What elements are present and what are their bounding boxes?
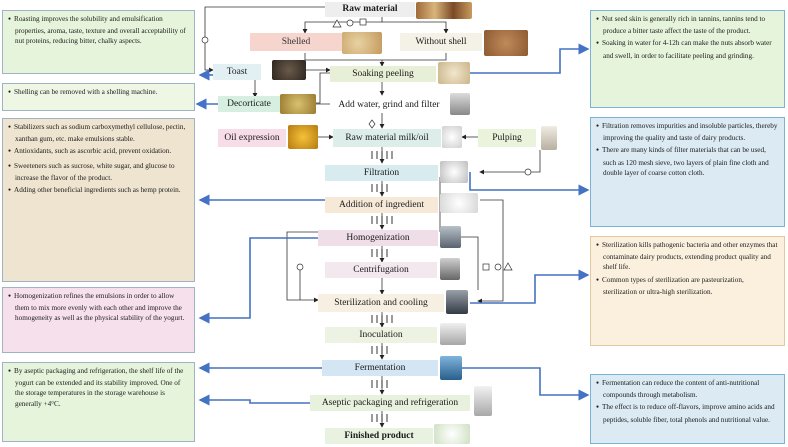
connector-homogenization-bypass xyxy=(286,231,319,303)
note-pointers xyxy=(195,43,590,406)
note-homogenization-text: Homogenization refines the emulsions in … xyxy=(8,291,189,324)
step-toast: Toast xyxy=(213,64,261,80)
almonds-image xyxy=(484,30,528,56)
autoclave-image xyxy=(446,290,468,314)
step-raw-milk: Raw material milk/oil xyxy=(333,129,441,147)
note-shelling-text: Shelling can be removed with a shelling … xyxy=(8,87,189,99)
note-sterilization: Sterilization kills pathogenic bacteria … xyxy=(590,236,785,346)
note-sterilization-item: Common types of sterilization are pasteu… xyxy=(596,275,779,297)
soaked-nuts-image xyxy=(438,62,470,84)
connector-homogenization-side xyxy=(461,236,479,290)
homogenizer-image xyxy=(440,226,461,248)
yogurt-image xyxy=(434,424,470,444)
note-filtration-item: There are many kinds of filter materials… xyxy=(596,145,779,178)
incubator-image xyxy=(440,323,466,345)
oil-image xyxy=(288,125,318,149)
connector-pulping-to-filtration xyxy=(479,150,541,175)
milk-image xyxy=(442,126,462,148)
note-homogenization: Homogenization refines the emulsions in … xyxy=(2,287,195,353)
flow-ticks xyxy=(371,151,393,422)
pulping-machine-image xyxy=(541,126,557,150)
fermenter-image xyxy=(440,356,462,380)
decorticated-seeds-image xyxy=(280,94,316,114)
centrifuge-image xyxy=(440,258,460,280)
connector-raw-to-shelled xyxy=(302,17,383,34)
note-additives-item: Adding other beneficial ingredients such… xyxy=(8,185,189,197)
step-fermentation: Fermentation xyxy=(322,360,438,376)
refrigerator-image xyxy=(474,386,492,416)
note-roasting-text: Roasting improves the solubility and emu… xyxy=(8,14,189,47)
step-decorticate: Decorticate xyxy=(218,96,280,112)
note-sterilization-item: Sterilization kills pathogenic bacteria … xyxy=(596,240,779,273)
note-fermentation-item: The effect is to reduce off-flavors, imp… xyxy=(596,402,779,424)
step-oil-expression: Oil expression xyxy=(218,129,286,147)
connector-addition-bypass xyxy=(477,199,504,304)
note-fermentation: Fermentation can reduce the content of a… xyxy=(590,374,785,444)
toasted-seeds-image xyxy=(272,60,306,80)
step-raw-material: Raw material xyxy=(325,2,415,17)
note-filtration-item: Filtration removes impurities and insolu… xyxy=(596,121,779,143)
note-additives-item: Stabilizers such as sodium carboxymethyl… xyxy=(8,122,189,144)
step-without-shell: Without shell xyxy=(400,33,482,51)
step-addition: Addition of ingredient xyxy=(325,197,438,213)
ingredients-image xyxy=(440,193,478,213)
note-tannins-item: Nut seed skin is generally rich in tanni… xyxy=(596,14,779,36)
connector-raw-to-without-shell xyxy=(382,21,449,34)
note-roasting: Roasting improves the solubility and emu… xyxy=(2,10,195,74)
connector-without-shell-to-soaking xyxy=(382,53,447,61)
nut-mix-image xyxy=(416,2,472,19)
step-inoculation: Inoculation xyxy=(325,327,437,343)
note-fermentation-item: Fermentation can reduce the content of a… xyxy=(596,378,779,400)
process-symbols xyxy=(201,18,532,271)
filtration-image xyxy=(440,161,468,183)
shelled-nuts-image xyxy=(342,32,382,54)
step-soaking-peeling: Soaking peeling xyxy=(330,66,436,82)
note-packaging: By aseptic packaging and refrigeration, … xyxy=(2,362,195,442)
step-shelled: Shelled xyxy=(250,33,342,51)
connector-shelled-to-soaking xyxy=(304,53,385,67)
note-packaging-text: By aseptic packaging and refrigeration, … xyxy=(8,366,189,409)
step-sterilization: Sterilization and cooling xyxy=(318,294,444,312)
step-add-water: Add water, grind and filter xyxy=(330,97,448,113)
step-filtration: Filtration xyxy=(325,165,438,181)
step-finished: Finished product xyxy=(325,428,433,444)
step-homogenization: Homogenization xyxy=(318,230,438,246)
note-additives-item: Sweeteners such as sucrose, white sugar,… xyxy=(8,161,189,183)
step-aseptic: Aseptic packaging and refrigeration xyxy=(310,395,470,411)
note-tannins: Nut seed skin is generally rich in tanni… xyxy=(590,10,785,108)
note-additives-item: Antioxidants, such as ascorbic acid, pre… xyxy=(8,146,189,158)
grinder-image xyxy=(450,93,470,115)
note-tannins-item: Soaking in water for 4-12h can make the … xyxy=(596,38,779,60)
note-shelling: Shelling can be removed with a shelling … xyxy=(2,83,195,111)
step-pulping: Pulping xyxy=(478,129,536,147)
note-filtration: Filtration removes impurities and insolu… xyxy=(590,117,785,227)
step-centrifugation: Centrifugation xyxy=(325,262,437,278)
note-additives: Stabilizers such as sodium carboxymethyl… xyxy=(2,118,195,282)
